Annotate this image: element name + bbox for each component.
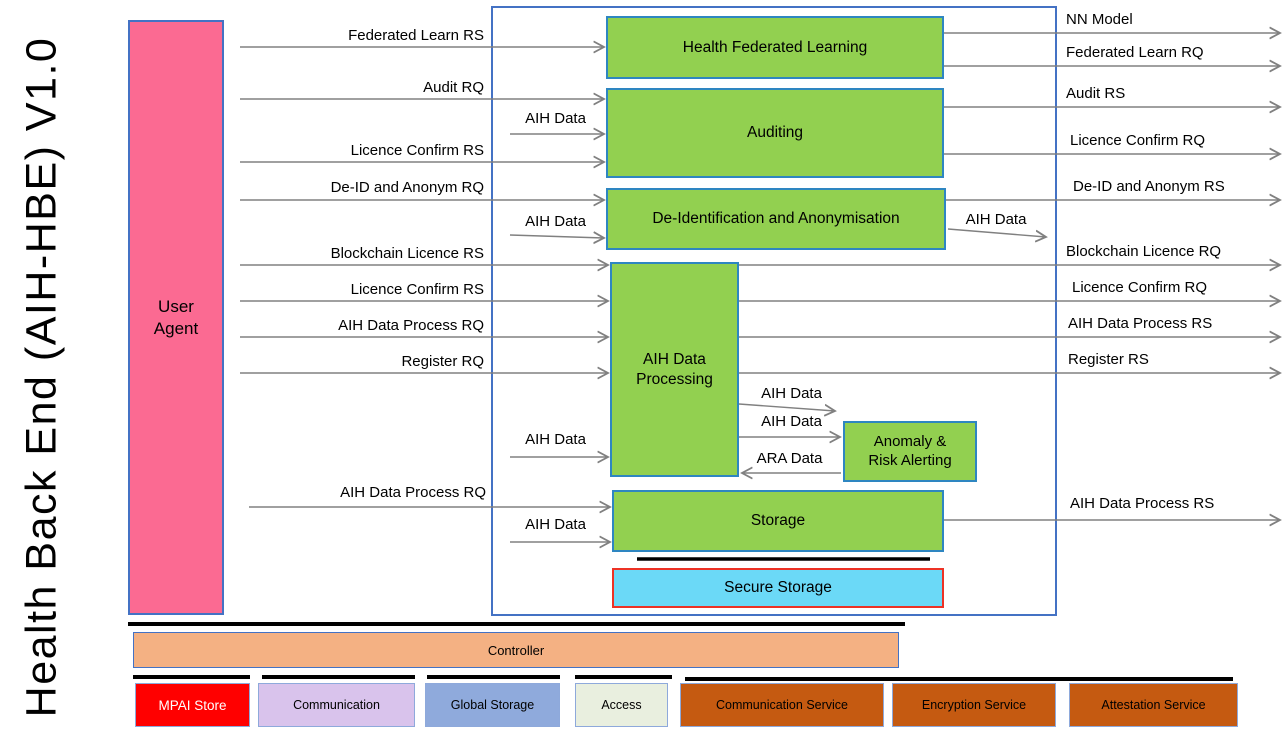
flow-label-register-rs: Register RS bbox=[1068, 351, 1149, 368]
data-label-aih-data-deid: AIH Data bbox=[525, 213, 586, 230]
storage-box: Storage bbox=[612, 490, 944, 552]
de-identification-box: De-Identification and Anonymisation bbox=[606, 188, 946, 250]
flow-label-de-id-anonym-rs: De-ID and Anonym RS bbox=[1073, 178, 1225, 195]
anomaly-risk-alerting-box: Anomaly & Risk Alerting bbox=[843, 421, 977, 482]
global-storage-box: Global Storage bbox=[425, 683, 560, 727]
communication-service-label: Communication Service bbox=[716, 698, 848, 712]
flow-label-aih-data-process-rq-2: AIH Data Process RQ bbox=[340, 484, 486, 501]
secure-storage-label: Secure Storage bbox=[724, 579, 832, 597]
aih-data-processing-label: AIH Data Processing bbox=[636, 351, 713, 388]
mpai-store-label: MPAI Store bbox=[158, 697, 227, 713]
controller-label: Controller bbox=[487, 642, 545, 658]
flow-label-de-id-anonym-rq: De-ID and Anonym RQ bbox=[330, 179, 484, 196]
storage-label: Storage bbox=[750, 512, 806, 530]
health-federated-learning-label: Health Federated Learning bbox=[682, 38, 868, 56]
aih-hbe-container bbox=[491, 6, 1057, 616]
data-label-aih-data-processing: AIH Data bbox=[525, 431, 586, 448]
user-agent-label: User Agent bbox=[153, 297, 199, 338]
data-label-aih-data-storage: AIH Data bbox=[525, 516, 586, 533]
attestation-service-box: Attestation Service bbox=[1069, 683, 1238, 727]
data-label-aih-data-deid-out: AIH Data bbox=[965, 211, 1027, 228]
mpai-store-box: MPAI Store bbox=[135, 683, 250, 727]
auditing-label: Auditing bbox=[746, 124, 803, 142]
data-label-aih-data-ara: AIH Data bbox=[761, 413, 822, 430]
flow-label-blockchain-licence-rs: Blockchain Licence RS bbox=[330, 245, 484, 262]
flow-label-licence-confirm-rq-2: Licence Confirm RQ bbox=[1072, 279, 1208, 296]
access-box: Access bbox=[575, 683, 668, 727]
user-agent-box: User Agent bbox=[128, 20, 224, 615]
flow-label-register-rq: Register RQ bbox=[401, 353, 484, 370]
anomaly-risk-alerting-label: Anomaly & Risk Alerting bbox=[868, 432, 952, 469]
controller-bar: Controller bbox=[133, 632, 899, 668]
attestation-service-label: Attestation Service bbox=[1101, 698, 1206, 712]
data-label-aih-data-auditing: AIH Data bbox=[525, 110, 586, 127]
flow-label-licence-confirm-rq-1: Licence Confirm RQ bbox=[1070, 132, 1206, 149]
secure-storage-box: Secure Storage bbox=[612, 568, 944, 608]
flow-label-federated-learn-rq: Federated Learn RQ bbox=[1066, 44, 1204, 61]
flow-label-audit-rs: Audit RS bbox=[1066, 85, 1126, 102]
flow-label-aih-data-process-rs-1: AIH Data Process RS bbox=[1068, 315, 1213, 332]
data-label-aih-data-out: AIH Data bbox=[761, 385, 822, 402]
de-identification-label: De-Identification and Anonymisation bbox=[652, 210, 900, 228]
health-federated-learning-box: Health Federated Learning bbox=[606, 16, 944, 79]
flow-label-aih-data-process-rq-1: AIH Data Process RQ bbox=[338, 317, 484, 334]
encryption-service-box: Encryption Service bbox=[892, 683, 1056, 727]
flow-label-blockchain-licence-rq: Blockchain Licence RQ bbox=[1066, 243, 1222, 260]
communication-box: Communication bbox=[258, 683, 415, 727]
flow-label-audit-rq: Audit RQ bbox=[423, 79, 484, 96]
flow-label-licence-confirm-rs-1: Licence Confirm RS bbox=[350, 142, 484, 159]
data-label-ara-data: ARA Data bbox=[756, 450, 823, 467]
global-storage-label: Global Storage bbox=[450, 698, 535, 712]
communication-service-box: Communication Service bbox=[680, 683, 884, 727]
aih-data-processing-box: AIH Data Processing bbox=[610, 262, 739, 477]
flow-label-federated-learn-rs: Federated Learn RS bbox=[348, 27, 484, 44]
access-label: Access bbox=[601, 698, 642, 712]
auditing-box: Auditing bbox=[606, 88, 944, 178]
page-title: Health Back End (AIH-HBE) V1.0 bbox=[17, 36, 66, 718]
flow-label-nn-model: NN Model bbox=[1066, 11, 1133, 28]
communication-label: Communication bbox=[293, 698, 380, 712]
flow-label-aih-data-process-rs-2: AIH Data Process RS bbox=[1070, 495, 1215, 512]
flow-label-licence-confirm-rs-2: Licence Confirm RS bbox=[350, 281, 484, 298]
encryption-service-label: Encryption Service bbox=[921, 698, 1027, 712]
